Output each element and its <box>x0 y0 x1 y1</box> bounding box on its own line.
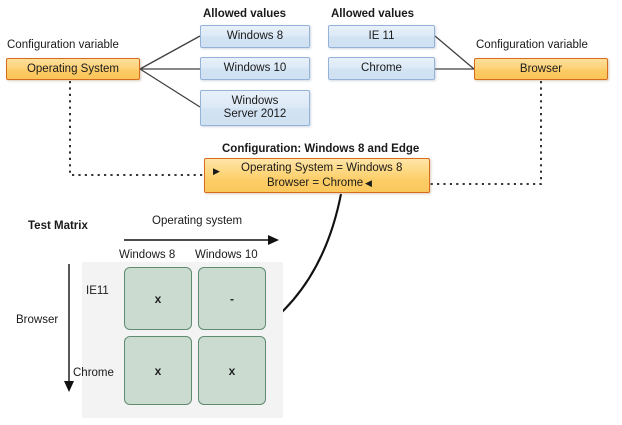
connector-os-windows-server-2012 <box>139 68 201 108</box>
allowed-value-windows-8-label: Windows 8 <box>226 30 284 42</box>
allowed-value-chrome[interactable]: Chrome <box>328 57 435 80</box>
matrix-x-axis-arrow <box>124 235 279 245</box>
configuration-box[interactable]: ▶ Operating System = Windows 8 Browser =… <box>204 158 430 193</box>
left-allowed-values-caption: Allowed values <box>203 8 287 20</box>
dotted-path-os-to-configuration <box>69 81 206 176</box>
allowed-value-windows-server-2012-label-line2: Server 2012 <box>223 108 287 120</box>
matrix-y-axis-label: Browser <box>16 314 59 326</box>
allowed-value-windows-server-2012-label-line1: Windows <box>231 95 279 107</box>
matrix-cell-value: x <box>154 291 162 306</box>
allowed-value-windows-server-2012[interactable]: Windows Server 2012 <box>200 90 310 126</box>
configuration-line-browser: Browser = Chrome <box>267 177 364 189</box>
matrix-cell-chrome-windows-10[interactable]: x <box>198 336 266 405</box>
allowed-value-chrome-label: Chrome <box>361 62 402 74</box>
matrix-cell-value: x <box>154 363 162 378</box>
right-variable-caption: Configuration variable <box>476 39 588 51</box>
connector-ie11-browser <box>434 35 475 70</box>
allowed-value-windows-10[interactable]: Windows 10 <box>200 57 310 80</box>
matrix-cell-ie11-windows-8[interactable]: x <box>124 267 192 330</box>
left-variable-caption: Configuration variable <box>7 39 119 51</box>
configuration-caption: Configuration: Windows 8 and Edge <box>222 143 420 155</box>
allowed-value-windows-10-label: Windows 10 <box>223 62 287 74</box>
configuration-line-operating-system: Operating System = Windows 8 <box>241 162 403 174</box>
configuration-right-marker-icon: ◀ <box>365 178 372 188</box>
config-variable-operating-system[interactable]: Operating System <box>6 58 140 80</box>
matrix-title: Test Matrix <box>28 220 88 232</box>
matrix-cell-ie11-windows-10[interactable]: - <box>198 267 266 330</box>
connector-os-windows8 <box>139 35 201 70</box>
dotted-path-browser-to-configuration <box>420 81 542 185</box>
allowed-value-windows-8[interactable]: Windows 8 <box>200 25 310 48</box>
matrix-column-header-windows-10: Windows 10 <box>195 249 258 261</box>
config-variable-browser[interactable]: Browser <box>474 58 608 80</box>
config-variable-operating-system-label: Operating System <box>26 63 120 75</box>
matrix-cell-value: x <box>228 363 236 378</box>
allowed-value-ie-11-label: IE 11 <box>368 30 395 42</box>
matrix-x-axis-label: Operating system <box>152 215 243 227</box>
matrix-cell-chrome-windows-8[interactable]: x <box>124 336 192 405</box>
matrix-row-header-ie11: IE11 <box>86 285 109 297</box>
config-variable-browser-label: Browser <box>519 63 563 75</box>
matrix-cell-value: - <box>230 291 234 306</box>
matrix-row-header-chrome: Chrome <box>73 367 114 379</box>
allowed-value-ie-11[interactable]: IE 11 <box>328 25 435 48</box>
configuration-left-marker-icon: ▶ <box>213 166 220 176</box>
right-allowed-values-caption: Allowed values <box>331 8 415 20</box>
matrix-column-header-windows-8: Windows 8 <box>119 249 176 261</box>
